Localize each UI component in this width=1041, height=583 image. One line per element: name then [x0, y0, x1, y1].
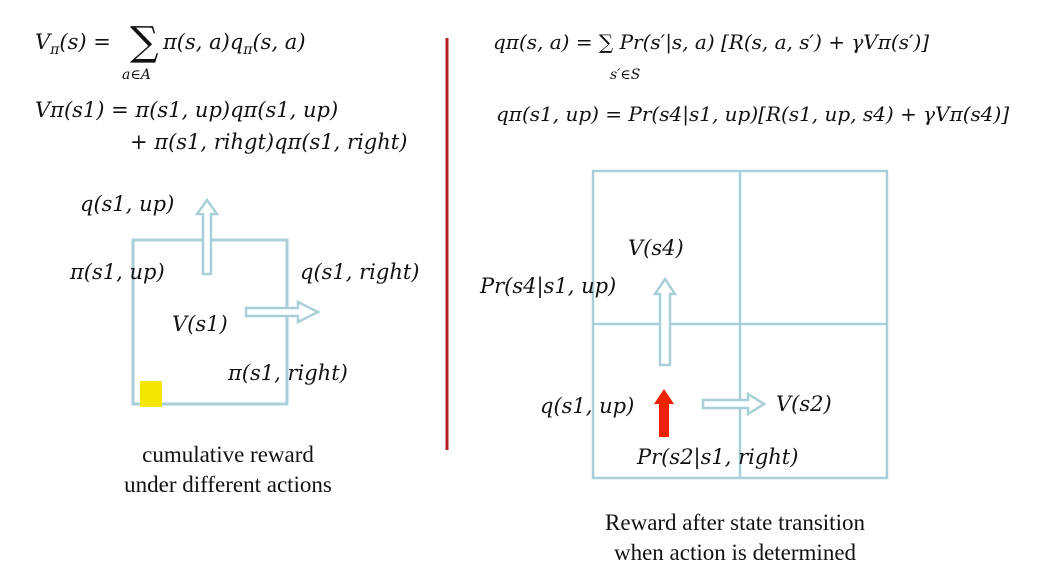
- value-s1-expansion-line1: Vπ(s1) = π(s1, up)qπ(s1, up): [35, 98, 339, 122]
- label-q-s1-up: q(s1, up): [80, 192, 175, 216]
- transition-up-arrow-icon: [652, 276, 678, 367]
- value-s1-expansion-line2: + π(s1, rihgt)qπ(s1, right): [130, 130, 408, 154]
- value-function-term: π(s, a)qπ(s, a): [163, 30, 306, 58]
- q-function-definition: qπ(s, a) = ∑ Pr(s′|s, a) [R(s, a, s′) + …: [493, 30, 930, 54]
- sum-symbol: ∑: [130, 19, 159, 65]
- up-arrow-icon: [194, 197, 220, 276]
- q-function-example: qπ(s1, up) = Pr(s4|s1, up)[R(s1, up, s4)…: [496, 102, 1010, 126]
- label-q-s1-right: q(s1, right): [300, 260, 420, 284]
- label-v-s4: V(s4): [628, 236, 684, 260]
- left-caption-line1: cumulative reward: [142, 442, 314, 467]
- sum-subscript: a∈A: [122, 67, 151, 83]
- label-v-s1: V(s1): [172, 312, 228, 336]
- right-arrow-icon: [244, 299, 321, 325]
- label-v-s2: V(s2): [776, 392, 832, 416]
- value-function-definition: Vπ(s) =: [35, 30, 111, 58]
- right-caption-line2: when action is determined: [613, 539, 857, 565]
- label-pr-s4: Pr(s4|s1, up): [480, 274, 617, 298]
- agent-square: [140, 381, 162, 407]
- label-pi-s1-right: π(s1, right): [228, 361, 348, 385]
- action-up-arrow-icon: [654, 389, 674, 437]
- left-caption-line2: under different actions: [124, 471, 332, 497]
- label-pi-s1-up: π(s1, up): [70, 260, 165, 284]
- transition-right-arrow-icon: [701, 391, 767, 417]
- left-caption: cumulative reward under different action…: [88, 440, 368, 500]
- label-pr-s2: Pr(s2|s1, right): [637, 445, 799, 469]
- right-caption: Reward after state transition when actio…: [560, 508, 910, 568]
- right-caption-line1: Reward after state transition: [605, 510, 865, 535]
- label-q-s1-up-right: q(s1, up): [540, 394, 635, 418]
- q-sum-subscript: s′∈S: [610, 67, 641, 83]
